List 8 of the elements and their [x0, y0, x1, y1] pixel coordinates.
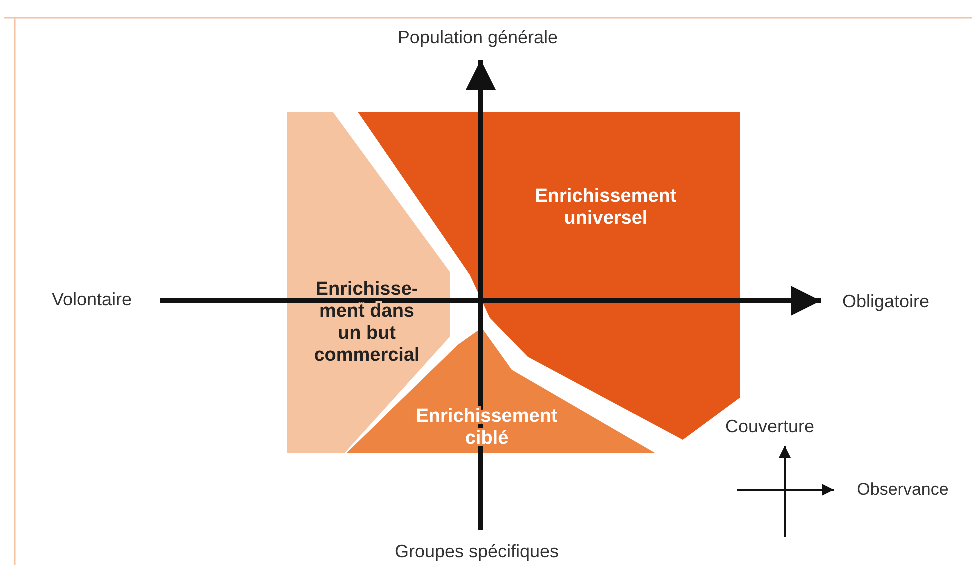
axis-label: Population générale	[398, 28, 558, 48]
key-label: Couverture	[725, 416, 815, 438]
key-label: Observance	[857, 480, 949, 500]
axis-label: Groupes spécifiques	[394, 542, 560, 562]
axis-label: Volontaire	[52, 290, 132, 310]
region-label: Enrichissement universel	[534, 186, 678, 230]
region-label: Enrichisse- ment dans un but commercial	[313, 279, 421, 367]
axis-label: Obligatoire	[842, 292, 930, 312]
